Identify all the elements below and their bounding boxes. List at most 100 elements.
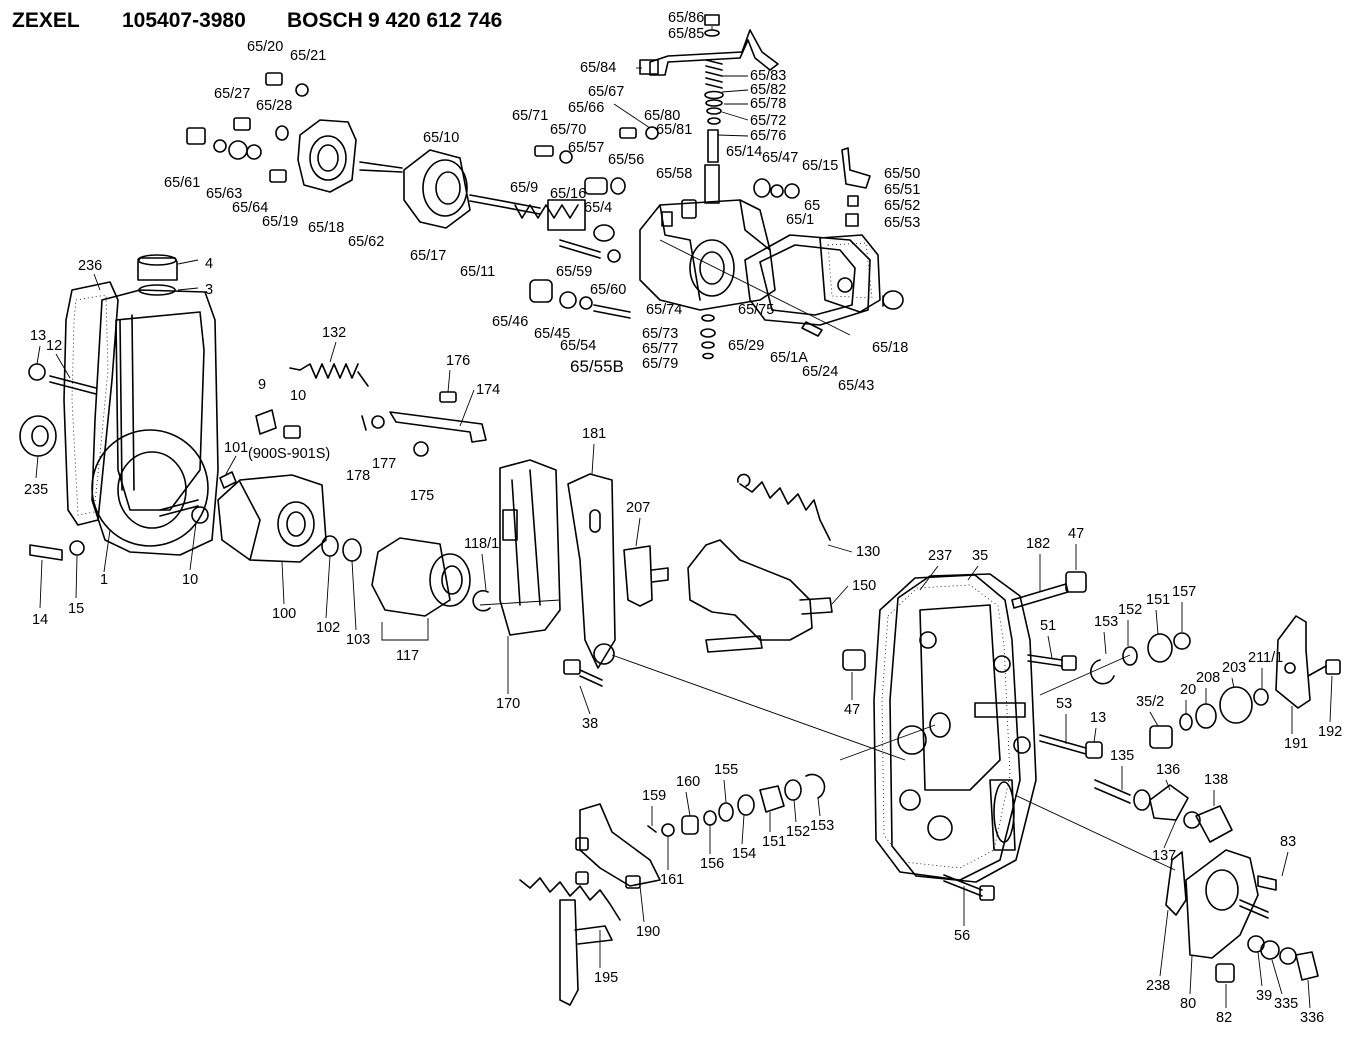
label-80: 80 <box>1180 996 1196 1012</box>
label-65-16: 65/16 <box>550 186 586 202</box>
label-12: 12 <box>46 338 62 354</box>
label-65-60: 65/60 <box>590 282 626 298</box>
upper-left-cover-group <box>186 72 631 319</box>
label-65-71: 65/71 <box>512 108 548 124</box>
bottom-lever-group <box>519 773 826 1006</box>
label-176: 176 <box>446 353 470 369</box>
top-governor-cover-group <box>534 14 871 227</box>
label-65-70: 65/70 <box>550 122 586 138</box>
label-238: 238 <box>1146 978 1170 994</box>
label-47-upper: 47 <box>1068 526 1084 542</box>
label-65-18-top: 65/18 <box>308 220 344 236</box>
label-65-61: 65/61 <box>164 175 200 191</box>
label-152-lower: 152 <box>786 824 810 840</box>
label-65-52: 65/52 <box>884 198 920 214</box>
label-101: 101 <box>224 440 248 456</box>
label-65-80: 65/80 <box>644 108 680 124</box>
governor-housing-65-1 <box>639 199 904 360</box>
main-governor-body-35 <box>873 573 1037 883</box>
label-900s-901s: (900S-901S) <box>248 446 330 462</box>
label-65-82: 65/82 <box>750 82 786 98</box>
label-151-lower: 151 <box>762 834 786 850</box>
label-65-29: 65/29 <box>728 338 764 354</box>
assembly-centerlines <box>479 239 1176 871</box>
label-235: 235 <box>24 482 48 498</box>
label-65-76: 65/76 <box>750 128 786 144</box>
label-15: 15 <box>68 601 84 617</box>
label-65-1: 65/1 <box>786 212 814 228</box>
label-154: 154 <box>732 846 756 862</box>
label-65-24: 65/24 <box>802 364 838 380</box>
label-14: 14 <box>32 612 48 628</box>
label-65-75: 65/75 <box>738 302 774 318</box>
label-117: 117 <box>396 648 419 664</box>
label-65-84: 65/84 <box>580 60 616 76</box>
lever-end-block <box>639 59 659 75</box>
label-191: 191 <box>1284 736 1308 752</box>
feed-pump-group <box>217 471 491 617</box>
label-65-77: 65/77 <box>642 341 678 357</box>
label-65-43: 65/43 <box>838 378 874 394</box>
right-side-parts <box>842 571 1341 983</box>
label-65-53: 65/53 <box>884 215 920 231</box>
label-1: 1 <box>100 572 108 588</box>
label-38: 38 <box>582 716 598 732</box>
spring-lever-group <box>687 473 833 653</box>
label-174: 174 <box>476 382 500 398</box>
label-65-79: 65/79 <box>642 356 678 372</box>
label-82: 82 <box>1216 1010 1232 1026</box>
label-39: 39 <box>1256 988 1272 1004</box>
label-175: 175 <box>410 488 434 504</box>
label-65-55b: 65/55B <box>570 357 624 376</box>
label-65-54: 65/54 <box>560 338 596 354</box>
label-65-86: 65/86 <box>668 10 704 26</box>
label-181: 181 <box>582 426 606 442</box>
label-103: 103 <box>346 632 370 648</box>
label-3: 3 <box>205 282 213 298</box>
label-152-right: 152 <box>1118 602 1142 618</box>
label-65-66: 65/66 <box>568 100 604 116</box>
label-65-28: 65/28 <box>256 98 292 114</box>
label-237: 237 <box>928 548 952 564</box>
label-156: 156 <box>700 856 724 872</box>
label-51: 51 <box>1040 618 1056 634</box>
label-182: 182 <box>1026 536 1050 552</box>
label-65-9: 65/9 <box>510 180 538 196</box>
label-211-1: 211/1 <box>1248 650 1283 666</box>
label-160: 160 <box>676 774 700 790</box>
label-118-1: 118/1 <box>464 536 499 552</box>
label-190: 190 <box>636 924 660 940</box>
label-10-upper: 10 <box>290 388 306 404</box>
label-153-lower: 153 <box>810 818 834 834</box>
label-130: 130 <box>856 544 880 560</box>
label-65-45: 65/45 <box>534 326 570 342</box>
header-part-number-1: 105407-3980 <box>122 9 246 32</box>
label-65: 65 <box>804 198 820 214</box>
label-20: 20 <box>1180 682 1196 698</box>
label-336: 336 <box>1300 1010 1324 1026</box>
label-65-4: 65/4 <box>584 200 612 216</box>
label-10-lower: 10 <box>182 572 198 588</box>
label-335: 335 <box>1274 996 1298 1012</box>
label-65-62: 65/62 <box>348 234 384 250</box>
callout-labels: 65/86 65/85 65/84 65/83 65/82 65/78 65/7… <box>24 10 1342 1026</box>
label-155: 155 <box>714 762 738 778</box>
label-65-46: 65/46 <box>492 314 528 330</box>
label-65-57: 65/57 <box>568 140 604 156</box>
label-132: 132 <box>322 325 346 341</box>
front-housing-group <box>19 254 219 561</box>
header: ZEXEL 105407-3980 BOSCH 9 420 612 746 <box>12 9 502 32</box>
label-135: 135 <box>1110 748 1134 764</box>
header-part-number-2: 9 420 612 746 <box>368 9 502 32</box>
label-203: 203 <box>1222 660 1246 676</box>
label-53: 53 <box>1056 696 1072 712</box>
label-56: 56 <box>954 928 970 944</box>
label-65-72: 65/72 <box>750 113 786 129</box>
label-65-17: 65/17 <box>410 248 446 264</box>
label-65-15: 65/15 <box>802 158 838 174</box>
label-9: 9 <box>258 377 266 393</box>
label-100: 100 <box>272 606 296 622</box>
label-65-73: 65/73 <box>642 326 678 342</box>
governor-lever-65-84 <box>649 29 779 76</box>
